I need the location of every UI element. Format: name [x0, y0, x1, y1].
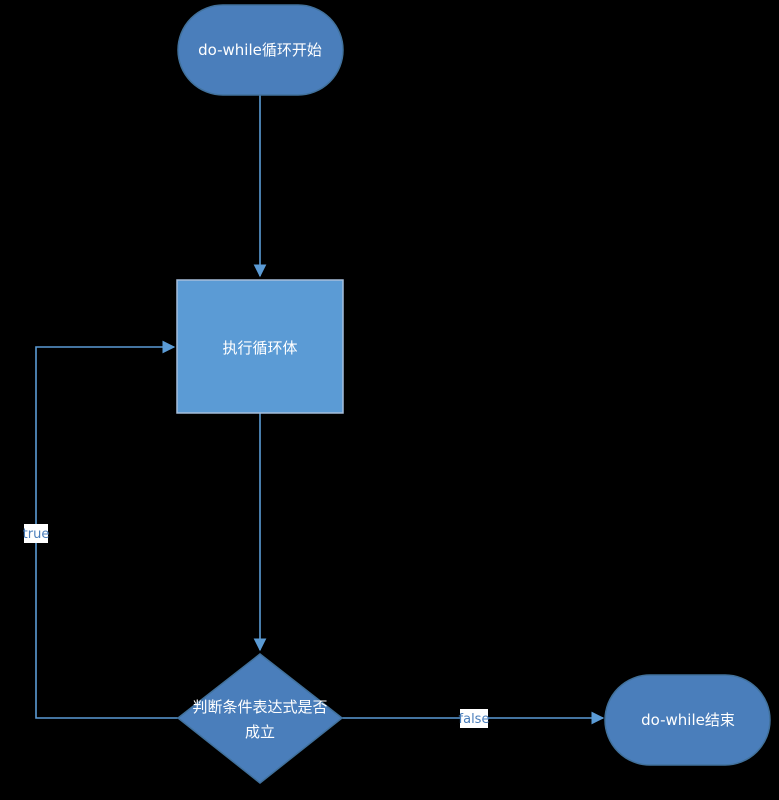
process-node: 执行循环体: [176, 279, 344, 414]
decision-node: 判断条件表达式是否 成立: [176, 653, 344, 784]
end-node-label: do-while结束: [641, 711, 735, 729]
edge-label-false-bg: [460, 709, 488, 728]
start-node-label: do-while循环开始: [198, 41, 322, 59]
edge-label-true-bg: [24, 524, 48, 543]
decision-node-label-line2: 成立: [245, 723, 275, 741]
decision-node-label-line1: 判断条件表达式是否: [192, 698, 327, 716]
process-node-label: 执行循环体: [222, 339, 297, 357]
edge-decision-to-process: true: [23, 340, 178, 719]
edge-label-false: false: [459, 712, 490, 727]
edge-decision-to-end: false: [342, 709, 605, 728]
start-node: do-while循环开始: [177, 4, 344, 96]
end-node: do-while结束: [604, 674, 771, 766]
edge-label-true: true: [23, 527, 50, 542]
